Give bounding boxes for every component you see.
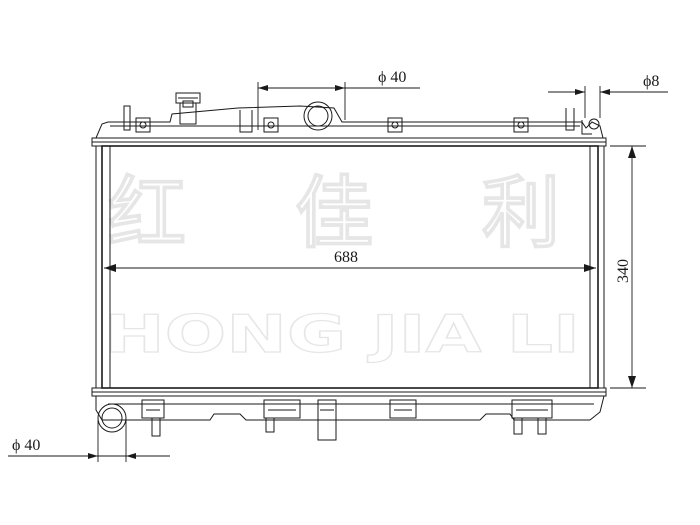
dim-top-inlet: ϕ 40 [257, 69, 420, 130]
label-top-inlet-diameter: ϕ 40 [378, 69, 406, 86]
bottom-brackets [141, 399, 553, 441]
dim-cap-pin: ϕ8 [548, 73, 668, 118]
top-brackets [123, 105, 600, 135]
label-bottom-outlet-diameter: ϕ 40 [12, 437, 40, 454]
watermark-char-3: 利 [482, 169, 560, 259]
dim-bottom-outlet: ϕ 40 [8, 420, 170, 462]
upper-inlet [303, 101, 333, 131]
watermark-char-1: 红 [108, 169, 186, 259]
label-core-width: 688 [334, 249, 358, 266]
label-cap-pin-diameter: ϕ8 [643, 73, 659, 90]
dim-core-width: 688 [104, 249, 596, 272]
watermark-char-2: 佳 [295, 169, 373, 259]
watermark: 红 佳 利 HONG JIA LI [103, 168, 580, 365]
label-core-height: 340 [615, 259, 632, 283]
top-tank [91, 105, 607, 147]
watermark-english: HONG JIA LI [104, 305, 580, 365]
filler-cap [175, 92, 201, 125]
bottom-tank [91, 387, 607, 421]
dim-core-height: 340 [610, 145, 646, 389]
lower-outlet [97, 403, 127, 433]
